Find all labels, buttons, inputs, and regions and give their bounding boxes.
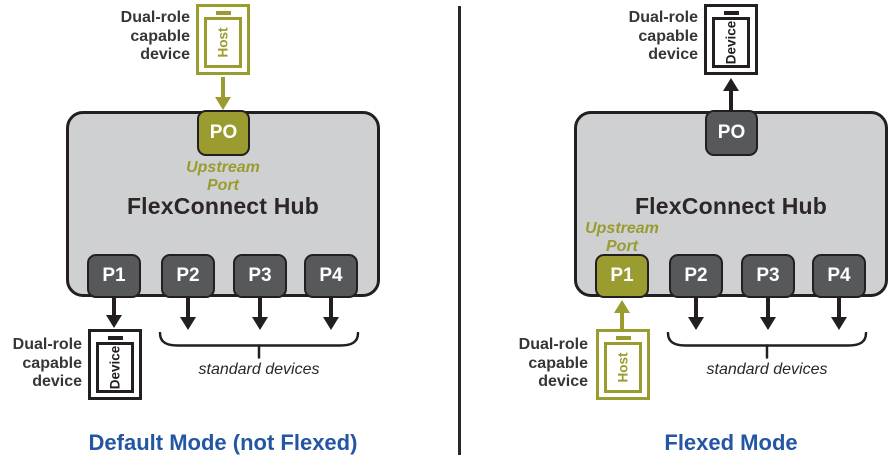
hub-title: FlexConnect Hub bbox=[634, 193, 828, 219]
device-connector-dash bbox=[615, 336, 631, 340]
port-p2: P2 bbox=[161, 254, 215, 298]
standard-devices-label: standard devices bbox=[198, 361, 320, 378]
p0-to-device-arrow-icon bbox=[723, 78, 739, 110]
port-p0: PO bbox=[705, 110, 758, 156]
p1-down-arrow-icon bbox=[106, 298, 122, 328]
p3-down-arrow-icon bbox=[760, 298, 776, 330]
host-to-p0-arrow-icon bbox=[215, 77, 231, 110]
port-p1: P1 bbox=[595, 254, 649, 298]
host-label: Host bbox=[615, 352, 631, 383]
host-label: Host bbox=[215, 27, 231, 58]
port-p3: P3 bbox=[741, 254, 795, 298]
hub-title: FlexConnect Hub bbox=[126, 193, 320, 219]
downstream-device-icon: Device bbox=[704, 4, 758, 75]
left-bottom-device-label: Dual-role capable device bbox=[12, 336, 82, 390]
right-caption: Flexed Mode bbox=[664, 430, 798, 455]
left-top-device-label: Dual-role capable device bbox=[120, 9, 190, 63]
port-p2: P2 bbox=[669, 254, 723, 298]
right-bottom-device-label: Dual-role capable device bbox=[518, 336, 588, 390]
device-connector-dash bbox=[215, 11, 231, 15]
upstream-port-label: Upstream Port bbox=[585, 220, 659, 255]
standard-devices-label: standard devices bbox=[706, 361, 828, 378]
port-p4: P4 bbox=[304, 254, 358, 298]
device-connector-dash bbox=[107, 336, 123, 340]
port-p0: PO bbox=[197, 110, 250, 156]
p3-down-arrow-icon bbox=[252, 298, 268, 330]
panel-divider bbox=[458, 6, 461, 455]
standard-devices-brace bbox=[666, 332, 868, 359]
p2-down-arrow-icon bbox=[180, 298, 196, 330]
left-caption: Default Mode (not Flexed) bbox=[88, 430, 358, 455]
p4-down-arrow-icon bbox=[831, 298, 847, 330]
device-connector-dash bbox=[723, 11, 739, 15]
host-device-icon: Host bbox=[596, 329, 650, 400]
standard-devices-brace bbox=[158, 332, 360, 359]
device-label: Device bbox=[723, 20, 739, 65]
device-label: Device bbox=[107, 345, 123, 390]
port-p4: P4 bbox=[812, 254, 866, 298]
p4-down-arrow-icon bbox=[323, 298, 339, 330]
port-p3: P3 bbox=[233, 254, 287, 298]
p2-down-arrow-icon bbox=[688, 298, 704, 330]
host-device-icon: Host bbox=[196, 4, 250, 75]
downstream-device-icon: Device bbox=[88, 329, 142, 400]
right-top-device-label: Dual-role capable device bbox=[628, 9, 698, 63]
host-to-p1-arrow-icon bbox=[614, 300, 630, 330]
port-p1: P1 bbox=[87, 254, 141, 298]
upstream-port-label: Upstream Port bbox=[186, 159, 260, 194]
